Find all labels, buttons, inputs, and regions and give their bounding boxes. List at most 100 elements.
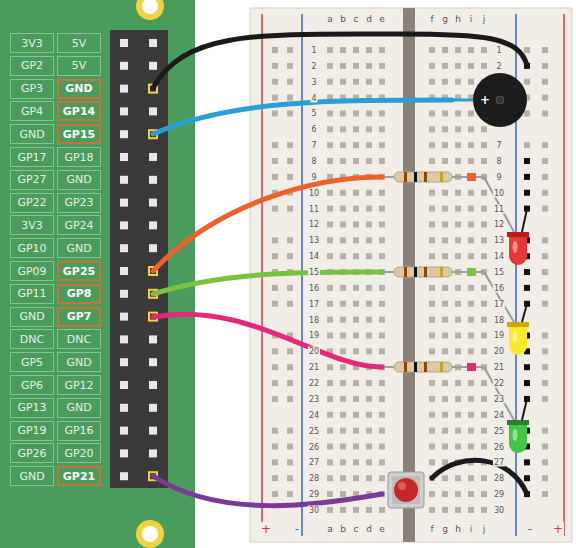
row-number: 8	[495, 157, 502, 166]
row-number: 19	[493, 331, 505, 340]
breadboard-hole	[524, 79, 530, 85]
breadboard-hole	[468, 158, 474, 164]
breadboard-hole	[455, 380, 461, 386]
row-number: 23	[308, 394, 320, 403]
pin-label: GP8	[57, 284, 101, 304]
breadboard-hole	[340, 348, 346, 354]
breadboard-hole	[366, 285, 372, 291]
breadboard-hole	[455, 158, 461, 164]
header-pin	[120, 267, 128, 275]
breadboard-hole	[340, 301, 346, 307]
breadboard-hole	[272, 63, 278, 69]
pin-label: GP17	[10, 147, 54, 167]
pin-label: GP10	[10, 238, 54, 258]
breadboard-hole	[442, 428, 448, 434]
header-pin	[120, 199, 128, 207]
header-pin	[149, 62, 157, 70]
header-pin	[149, 427, 157, 435]
breadboard-hole	[524, 364, 530, 370]
pin-label: GND	[57, 238, 101, 258]
breadboard-hole	[524, 190, 530, 196]
breadboard-hole	[366, 206, 372, 212]
breadboard-hole	[340, 396, 346, 402]
column-letter: c	[353, 524, 360, 534]
breadboard-hole	[366, 158, 372, 164]
breadboard-hole	[442, 237, 448, 243]
breadboard-hole	[481, 237, 487, 243]
breadboard-hole	[287, 95, 293, 101]
breadboard-hole	[366, 126, 372, 132]
breadboard-hole	[327, 332, 333, 338]
row-number: 10	[308, 188, 320, 197]
yellow-led	[507, 322, 529, 355]
header-pin	[149, 244, 157, 252]
breadboard-hole	[429, 253, 435, 259]
breadboard-hole	[366, 428, 372, 434]
breadboard-hole	[524, 158, 530, 164]
column-letter: c	[353, 14, 360, 24]
breadboard-hole	[327, 79, 333, 85]
raspberry-pi-board	[0, 0, 195, 548]
breadboard-hole	[327, 110, 333, 116]
pin-label: GND	[57, 79, 101, 99]
breadboard-hole	[272, 79, 278, 85]
breadboard-hole	[287, 253, 293, 259]
row-number: 4	[310, 93, 317, 102]
breadboard-hole	[442, 317, 448, 323]
pin-label: GP23	[57, 193, 101, 213]
breadboard-hole	[455, 507, 461, 513]
breadboard-hole	[379, 396, 385, 402]
header-pin	[120, 427, 128, 435]
breadboard-hole	[442, 63, 448, 69]
breadboard-hole	[455, 332, 461, 338]
breadboard-hole	[272, 301, 278, 307]
row-number: 12	[308, 220, 320, 229]
gpio-header	[110, 30, 168, 488]
pin-label: GP22	[10, 193, 54, 213]
breadboard-hole	[429, 63, 435, 69]
header-pin	[120, 85, 128, 93]
breadboard-hole	[353, 317, 359, 323]
breadboard-hole	[379, 79, 385, 85]
breadboard-hole	[287, 142, 293, 148]
row-number: 1	[495, 46, 502, 55]
breadboard-hole	[366, 380, 372, 386]
breadboard-hole	[542, 364, 548, 370]
breadboard-hole	[287, 380, 293, 386]
breadboard-hole	[287, 206, 293, 212]
pin-label: GP20	[57, 443, 101, 463]
row-number: 28	[308, 474, 320, 483]
breadboard-hole	[327, 396, 333, 402]
row-number: 29	[308, 490, 320, 499]
breadboard-hole	[287, 491, 293, 497]
column-letter: g	[441, 14, 449, 24]
row-number: 19	[308, 331, 320, 340]
breadboard-hole	[340, 79, 346, 85]
breadboard-hole	[353, 332, 359, 338]
breadboard-hole	[379, 301, 385, 307]
breadboard-hole	[429, 396, 435, 402]
breadboard-hole	[340, 444, 346, 450]
breadboard-hole	[442, 491, 448, 497]
breadboard-hole	[524, 47, 530, 53]
breadboard-hole	[353, 158, 359, 164]
header-pin	[149, 199, 157, 207]
breadboard-hole	[272, 459, 278, 465]
column-letter: a	[326, 14, 334, 24]
breadboard-hole	[468, 126, 474, 132]
row-number: 30	[308, 505, 320, 514]
pin-label: GP09	[10, 261, 54, 281]
header-pin	[149, 358, 157, 366]
breadboard-hole	[327, 428, 333, 434]
breadboard-hole	[481, 412, 487, 418]
breadboard-hole	[481, 332, 487, 338]
header-pin	[120, 153, 128, 161]
header-pin	[120, 39, 128, 47]
pin-label: GP4	[10, 101, 54, 121]
breadboard-hole	[353, 126, 359, 132]
breadboard-hole	[353, 221, 359, 227]
row-number: 23	[493, 394, 505, 403]
pin-label: GND	[10, 124, 54, 144]
